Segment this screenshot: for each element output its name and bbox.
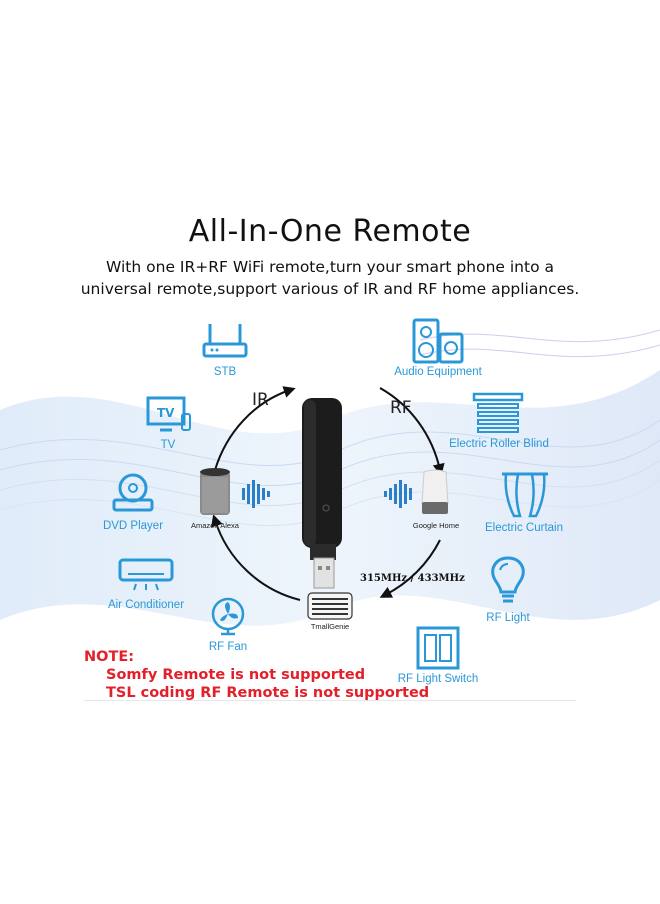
note-heading: NOTE: — [84, 649, 135, 665]
subtitle: With one IR+RF WiFi remote,turn your sma… — [60, 256, 600, 300]
dvd-player-icon — [112, 473, 154, 512]
audio-equipment-label: Audio Equipment — [394, 366, 482, 378]
amazon-alexa-icon — [200, 468, 230, 515]
tv-label: TV — [160, 439, 176, 451]
note-line-2: TSL coding RF Remote is not supported — [106, 685, 430, 701]
google-home-label: Google Home — [412, 521, 460, 530]
dvd-player-label: DVD Player — [102, 520, 164, 532]
rf-label: RF — [390, 398, 412, 418]
tmall-genie-label: TmallGenie — [310, 622, 350, 631]
subtitle-line-2: universal remote,support various of IR a… — [80, 280, 580, 298]
air-conditioner-icon — [118, 558, 174, 591]
subtitle-line-1: With one IR+RF WiFi remote,turn your sma… — [106, 258, 554, 276]
air-conditioner-label: Air Conditioner — [107, 599, 185, 611]
ir-label: IR — [252, 390, 269, 410]
usb-remote-device — [302, 398, 342, 589]
note-block: NOTE: Somfy Remote is not supported TSL … — [84, 648, 429, 702]
curtain-icon — [502, 472, 548, 518]
speaker-icon — [412, 318, 464, 364]
svg-text:TV: TV — [157, 406, 175, 420]
frequency-label: 315MHz / 433MHz — [360, 573, 465, 584]
page-title: All-In-One Remote — [188, 214, 472, 249]
router-icon — [202, 324, 248, 358]
note-line-1: Somfy Remote is not supported — [106, 667, 366, 683]
amazon-alexa-label: Amazon Alexa — [191, 521, 239, 530]
rf-light-label: RF Light — [486, 612, 530, 624]
tv-icon: TV — [146, 396, 191, 432]
roller-blind-label: Electric Roller Blind — [449, 438, 549, 450]
rf-fan-label: RF Fan — [208, 641, 248, 653]
light-bulb-icon — [491, 556, 525, 603]
tmall-genie-icon — [307, 592, 353, 620]
google-home-icon — [421, 469, 449, 514]
rf-light-switch-label: RF Light Switch — [397, 673, 479, 685]
stb-label: STB — [213, 366, 237, 378]
fan-icon — [211, 597, 245, 636]
roller-blind-icon — [472, 392, 524, 433]
divider — [84, 700, 576, 701]
light-switch-icon — [416, 626, 460, 670]
electric-curtain-label: Electric Curtain — [485, 522, 563, 534]
